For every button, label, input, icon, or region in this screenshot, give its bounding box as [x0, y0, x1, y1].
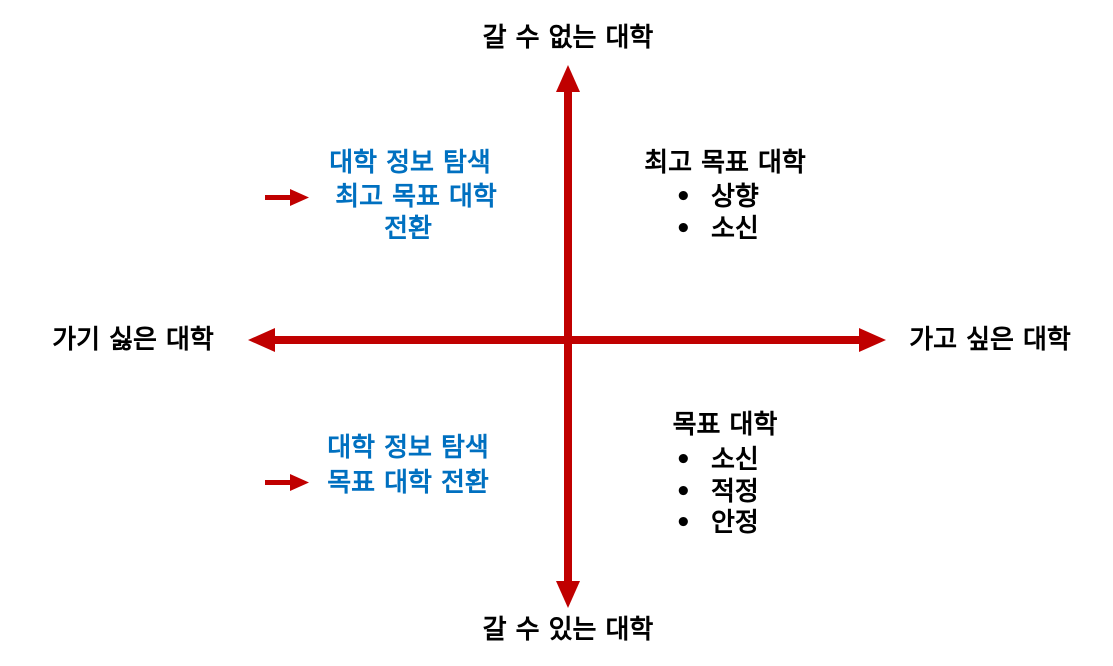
bottom-right-title: 목표 대학	[672, 410, 778, 440]
top-left-note-line: 전환	[384, 214, 432, 244]
bottom-right-item: •적정	[675, 477, 759, 507]
arrowhead-right	[859, 328, 886, 352]
small-arrow-bottom-left	[265, 474, 309, 491]
top-left-note-line: 최고 목표 대학	[335, 182, 497, 212]
arrowhead-up	[556, 65, 580, 92]
small-arrow-top-left	[265, 189, 309, 206]
axis-label-top: 갈 수 없는 대학	[482, 23, 654, 53]
bottom-left-note-line: 대학 정보 탐색	[327, 433, 489, 463]
bottom-right-item: •안정	[675, 508, 759, 538]
axis-label-right: 가고 싶은 대학	[909, 325, 1071, 355]
top-right-title: 최고 목표 대학	[644, 148, 806, 178]
top-right-item: •소신	[675, 214, 759, 244]
bottom-right-item: •소신	[675, 445, 759, 475]
top-left-note-line: 대학 정보 탐색	[329, 148, 491, 178]
arrowhead-down	[556, 581, 580, 608]
bottom-left-note-line: 목표 대학 전환	[327, 468, 489, 498]
top-right-item: •상향	[675, 182, 759, 212]
arrowhead-left	[248, 328, 275, 352]
horizontal-axis	[268, 336, 866, 344]
axis-label-bottom: 갈 수 있는 대학	[482, 615, 654, 645]
axis-label-left: 가기 싫은 대학	[52, 325, 214, 355]
